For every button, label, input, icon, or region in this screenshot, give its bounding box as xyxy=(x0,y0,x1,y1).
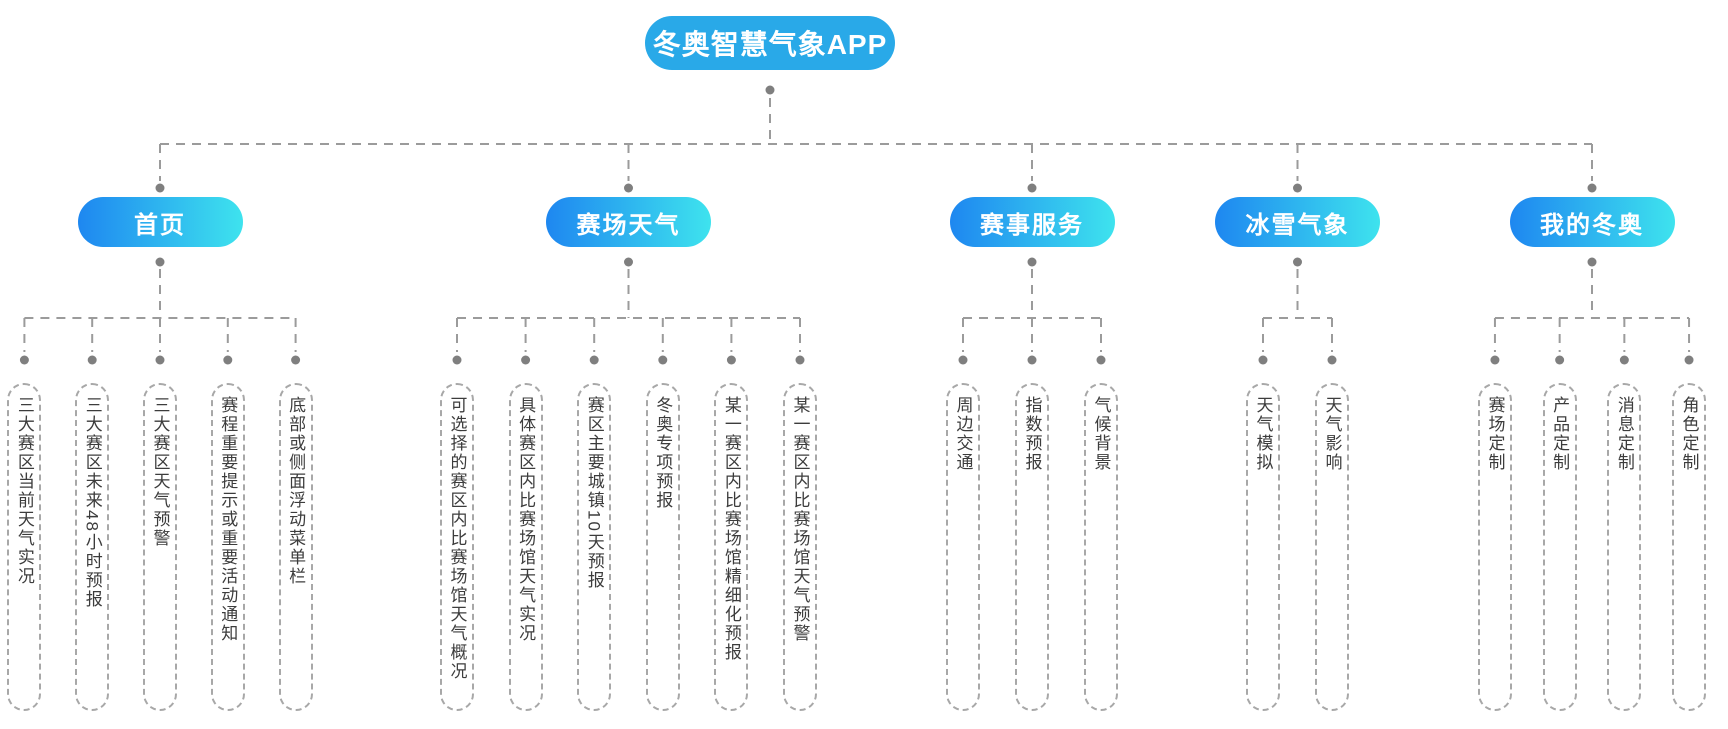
connector-dot xyxy=(291,355,301,365)
connector-dot xyxy=(726,355,736,365)
leaf-node[interactable]: 赛场定制 xyxy=(1477,383,1512,711)
branch-node-label: 冰雪气象 xyxy=(1245,211,1350,239)
leaf-node-label: 天气模拟 xyxy=(1253,396,1273,472)
connector-dot xyxy=(624,183,633,193)
leaf-node[interactable]: 产品定制 xyxy=(1542,383,1577,711)
leaf-node-label: 天气影响 xyxy=(1322,396,1342,472)
leaf-node-label: 赛场定制 xyxy=(1485,396,1505,472)
leaf-node[interactable]: 三大赛区当前天气实况 xyxy=(7,383,42,711)
leaf-node-label: 冬奥专项预报 xyxy=(653,396,673,510)
connector-dot xyxy=(1293,183,1302,193)
leaf-node[interactable]: 消息定制 xyxy=(1607,383,1642,711)
leaf-node[interactable]: 气候背景 xyxy=(1084,383,1118,711)
branch-node-event-services[interactable]: 赛事服务 xyxy=(949,197,1115,247)
leaf-node-label: 赛区主要城镇10天预报 xyxy=(584,396,604,590)
connector-dot xyxy=(1327,355,1337,365)
branch-node-ice-snow-weather[interactable]: 冰雪气象 xyxy=(1215,197,1380,247)
root-node[interactable]: 冬奥智慧气象APP xyxy=(645,16,895,70)
connector-dot xyxy=(658,355,668,365)
leaf-node[interactable]: 底部或侧面浮动菜单栏 xyxy=(278,383,313,711)
leaf-node[interactable]: 具体赛区内比赛场馆天气实况 xyxy=(508,383,543,711)
leaf-node[interactable]: 天气影响 xyxy=(1315,383,1349,711)
leaf-node[interactable]: 三大赛区天气预警 xyxy=(143,383,177,711)
branch-node-home[interactable]: 首页 xyxy=(77,197,243,247)
connector-dot xyxy=(1555,355,1565,365)
leaf-node[interactable]: 周边交通 xyxy=(946,383,980,711)
branch-node-label: 赛事服务 xyxy=(980,211,1084,239)
leaf-node-label: 某一赛区内比赛场馆精细化预报 xyxy=(721,396,741,662)
leaf-node-label: 消息定制 xyxy=(1614,396,1634,472)
root-node-label: 冬奥智慧气象APP xyxy=(652,29,888,60)
branch-node-label: 我的冬奥 xyxy=(1540,211,1644,239)
branch-node-venue-weather[interactable]: 赛场天气 xyxy=(546,197,711,247)
leaf-node-label: 角色定制 xyxy=(1679,396,1699,472)
leaf-node-label: 周边交通 xyxy=(953,396,973,472)
connector-dot xyxy=(589,355,599,365)
connector-dot xyxy=(1619,355,1629,365)
connector-dot xyxy=(795,355,805,365)
leaf-node-label: 三大赛区天气预警 xyxy=(150,396,170,548)
branch-node-my-winter-olympics[interactable]: 我的冬奥 xyxy=(1509,197,1675,247)
connector-dot xyxy=(765,85,775,95)
leaf-node-label: 可选择的赛区内比赛场馆天气概况 xyxy=(447,396,467,681)
leaf-node[interactable]: 冬奥专项预报 xyxy=(645,383,680,711)
leaf-node-label: 气候背景 xyxy=(1091,396,1111,472)
connector-dot xyxy=(1684,355,1694,365)
leaf-node-label: 具体赛区内比赛场馆天气实况 xyxy=(516,396,536,643)
connector-dot xyxy=(155,355,165,365)
connector-dot xyxy=(1490,355,1500,365)
connector-dot xyxy=(1096,355,1106,365)
connector-dot xyxy=(155,183,165,193)
connector-dot xyxy=(624,257,633,267)
connector-dot xyxy=(1027,257,1037,267)
connector-dot xyxy=(1258,355,1268,365)
branch-node-label: 首页 xyxy=(134,211,186,239)
leaf-node-label: 指数预报 xyxy=(1022,396,1042,472)
leaf-node[interactable]: 指数预报 xyxy=(1015,383,1049,711)
leaf-node-label: 三大赛区未来48小时预报 xyxy=(82,396,102,609)
leaf-node[interactable]: 可选择的赛区内比赛场馆天气概况 xyxy=(440,383,474,711)
connector-dot xyxy=(1587,257,1597,267)
connector-dot xyxy=(521,355,531,365)
connector-dot xyxy=(155,257,165,267)
leaf-node-label: 三大赛区当前天气实况 xyxy=(14,396,34,586)
leaf-node[interactable]: 某一赛区内比赛场馆天气预警 xyxy=(783,383,817,711)
connector-dot xyxy=(1587,183,1597,193)
connector-dot xyxy=(223,355,233,365)
connector-dot xyxy=(958,355,968,365)
leaf-node[interactable]: 赛程重要提示或重要活动通知 xyxy=(210,383,245,711)
leaf-node[interactable]: 三大赛区未来48小时预报 xyxy=(75,383,110,711)
connector-dot xyxy=(452,355,462,365)
leaf-node[interactable]: 天气模拟 xyxy=(1246,383,1280,711)
connector-dot xyxy=(1027,183,1037,193)
leaf-node-label: 产品定制 xyxy=(1550,396,1570,472)
leaf-node[interactable]: 角色定制 xyxy=(1672,383,1707,711)
leaf-node-label: 某一赛区内比赛场馆天气预警 xyxy=(790,396,810,643)
connector-dot xyxy=(1293,257,1302,267)
leaf-node-label: 底部或侧面浮动菜单栏 xyxy=(286,396,306,586)
leaf-node-label: 赛程重要提示或重要活动通知 xyxy=(218,396,238,643)
leaf-node[interactable]: 赛区主要城镇10天预报 xyxy=(577,383,612,711)
connector-dot xyxy=(1027,355,1037,365)
connector-dot xyxy=(19,355,29,365)
connector-dot xyxy=(87,355,97,365)
branch-node-label: 赛场天气 xyxy=(576,211,681,239)
leaf-node[interactable]: 某一赛区内比赛场馆精细化预报 xyxy=(714,383,749,711)
